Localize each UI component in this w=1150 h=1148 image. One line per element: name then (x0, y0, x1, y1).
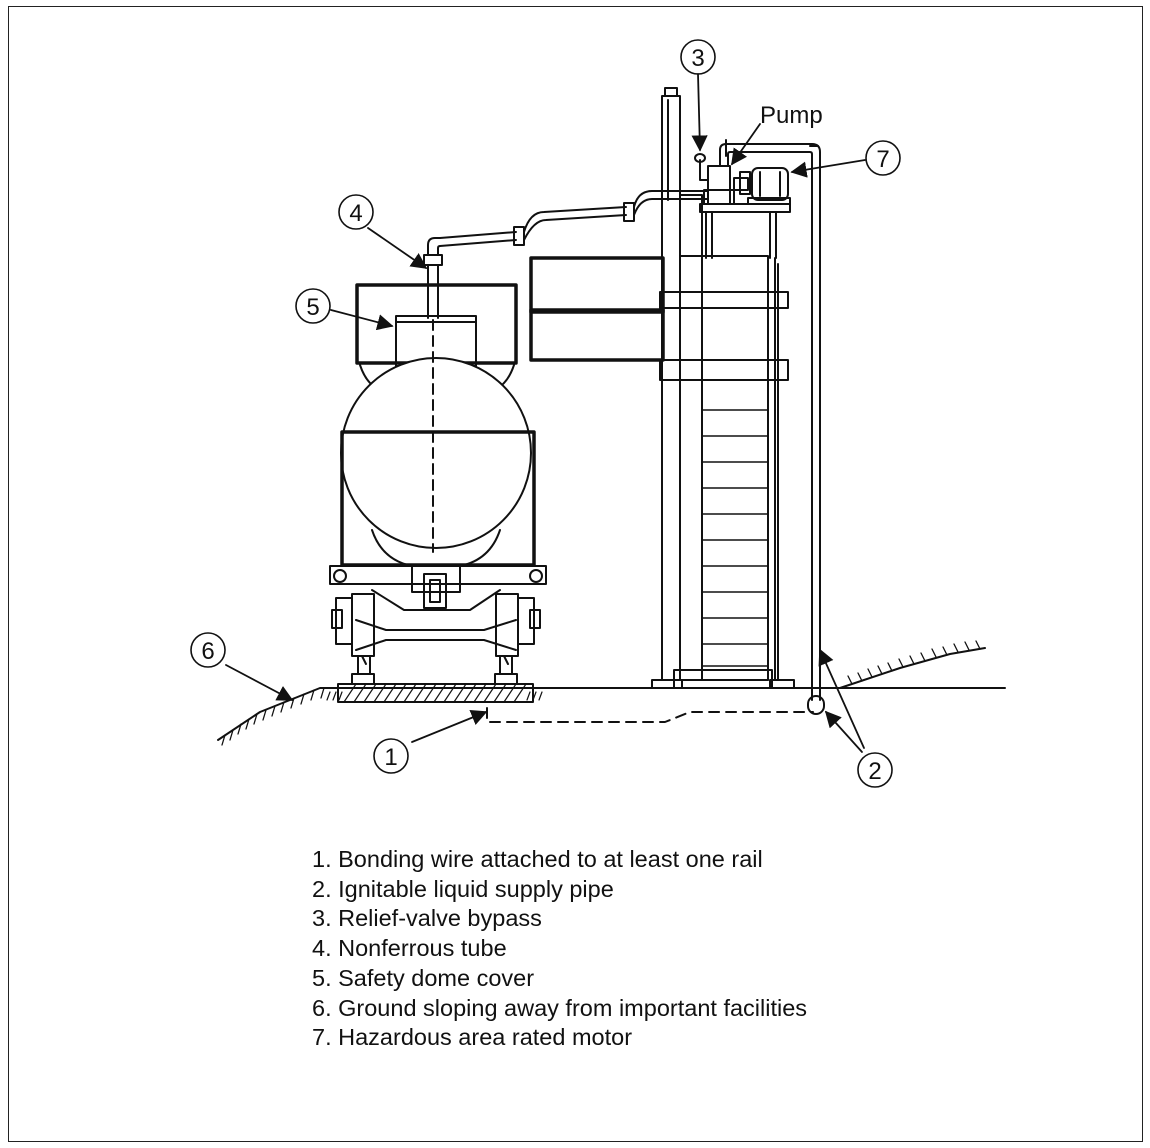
pump-motor-assembly (694, 139, 825, 715)
left-slope-hatching (221, 687, 325, 746)
leader-2b (818, 648, 865, 749)
rail-bed (337, 673, 534, 703)
ladder-rungs (701, 409, 769, 667)
svg-text:4: 4 (349, 200, 362, 227)
leader-2a (824, 710, 863, 753)
callout-4: 4 (338, 194, 374, 230)
fill-pipe (423, 190, 709, 553)
legend-item: 3. Relief-valve bypass (312, 905, 542, 932)
legend-item: 7. Hazardous area rated motor (312, 1024, 633, 1051)
grade-hatching (326, 691, 543, 701)
legend-item: 2. Ignitable liquid supply pipe (312, 875, 614, 902)
leader-pump (731, 123, 761, 166)
svg-text:6: 6 (201, 638, 214, 665)
callout-leaders (225, 73, 866, 753)
callout-6: 6 (190, 632, 226, 668)
ground (217, 640, 1006, 746)
leader-3 (691, 73, 708, 152)
bonding-wire (486, 707, 814, 723)
leader-7 (790, 159, 866, 178)
callout-5: 5 (295, 288, 331, 324)
callouts: 1 2 3 4 5 6 7 Pump (190, 39, 901, 788)
right-slope-hatching (847, 640, 981, 685)
figure-frame (8, 6, 1143, 1142)
svg-text:3: 3 (691, 45, 704, 72)
loading-rack (529, 87, 795, 689)
leader-6 (225, 664, 294, 701)
svg-text:1: 1 (384, 744, 397, 771)
svg-text:7: 7 (876, 146, 889, 173)
callout-3: 3 (680, 39, 716, 75)
svg-text:5: 5 (306, 294, 319, 321)
legend-item: 5. Safety dome cover (312, 964, 535, 991)
svg-text:2: 2 (868, 758, 881, 785)
leader-4 (367, 227, 428, 269)
legend-item: 4. Nonferrous tube (312, 935, 507, 962)
pump-label: Pump (760, 102, 823, 129)
leader-1 (411, 709, 488, 743)
callout-1: 1 (373, 738, 409, 774)
legend-item: 6. Ground sloping away from important fa… (312, 994, 808, 1021)
legend-list: 1. Bonding wire attached to at least one… (312, 845, 807, 1053)
callout-2: 2 (857, 752, 893, 788)
legend-item: 1. Bonding wire attached to at least one… (312, 846, 763, 872)
tank-car (329, 283, 547, 675)
callout-7: 7 (865, 140, 901, 176)
leader-5 (330, 309, 394, 331)
